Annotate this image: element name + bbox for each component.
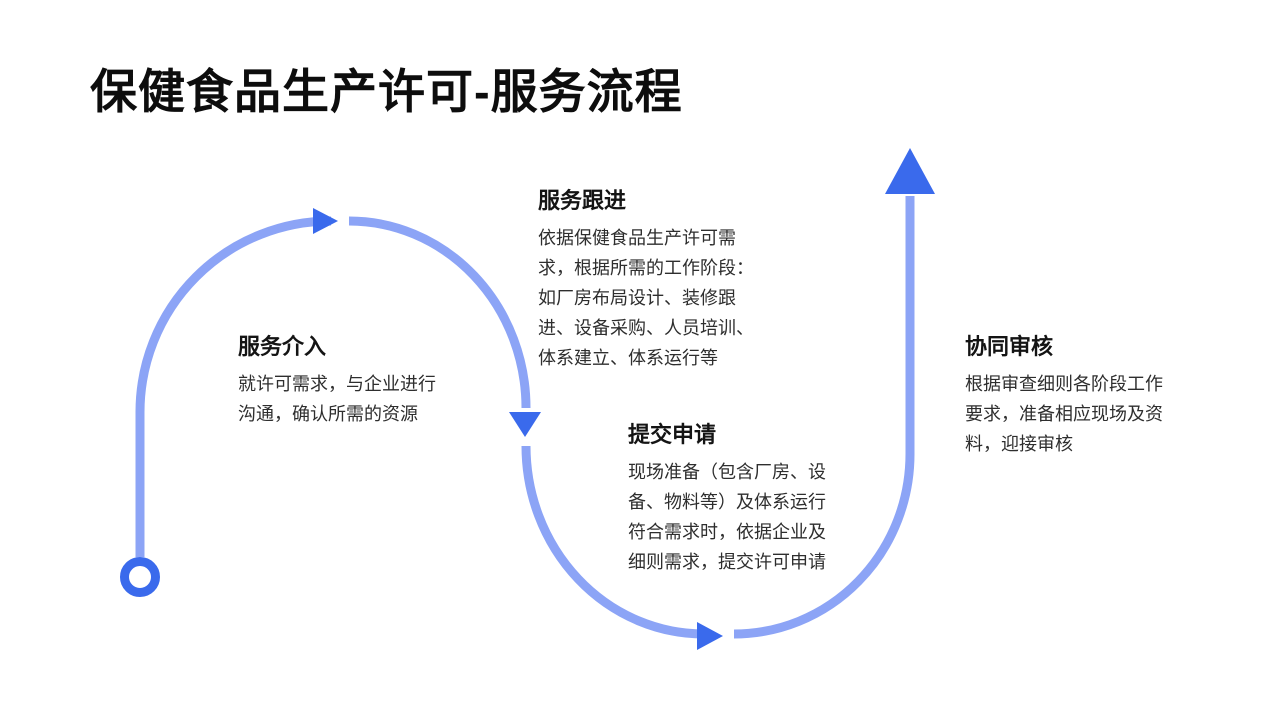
step-description: 根据审查细则各阶段工作 要求，准备相应现场及资 料，迎接审核 bbox=[965, 369, 1163, 459]
step-description-line: 沟通，确认所需的资源 bbox=[238, 404, 418, 424]
flow-segment-3 bbox=[521, 445, 705, 639]
step-description: 就许可需求，与企业进行 沟通，确认所需的资源 bbox=[238, 369, 436, 429]
arrow-right-icon bbox=[697, 622, 723, 650]
step-description-line: 现场准备（包含厂房、设 bbox=[628, 462, 826, 482]
arrow-down-icon bbox=[509, 412, 541, 437]
step-block-service-intervention: 服务介入 就许可需求，与企业进行 沟通，确认所需的资源 bbox=[238, 334, 436, 429]
flow-segment-4 bbox=[733, 196, 915, 639]
step-description-line: 体系建立、体系运行等 bbox=[538, 348, 718, 368]
start-circle-icon bbox=[120, 557, 160, 597]
step-description-line: 如厂房布局设计、装修跟 bbox=[538, 288, 736, 308]
step-description-line: 依据保健食品生产许可需 bbox=[538, 228, 736, 248]
step-block-service-followup: 服务跟进 依据保健食品生产许可需 求，根据所需的工作阶段： 如厂房布局设计、装修… bbox=[538, 188, 754, 373]
step-block-collaborative-review: 协同审核 根据审查细则各阶段工作 要求，准备相应现场及资 料，迎接审核 bbox=[965, 334, 1163, 459]
step-description-line: 求，根据所需的工作阶段： bbox=[538, 258, 754, 278]
flow-segment-2 bbox=[348, 216, 531, 409]
step-description-line: 符合需求时，依据企业及 bbox=[628, 522, 826, 542]
step-block-submit-application: 提交申请 现场准备（包含厂房、设 备、物料等）及体系运行 符合需求时，依据企业及… bbox=[628, 422, 826, 577]
step-description-line: 要求，准备相应现场及资 bbox=[965, 404, 1163, 424]
step-title: 服务跟进 bbox=[538, 188, 627, 213]
page-title: 保健食品生产许可-服务流程 bbox=[90, 65, 683, 118]
step-description-line: 备、物料等）及体系运行 bbox=[628, 492, 826, 512]
step-description-line: 根据审查细则各阶段工作 bbox=[965, 374, 1163, 394]
step-title: 服务介入 bbox=[238, 334, 327, 359]
step-description-line: 进、设备采购、人员培训、 bbox=[538, 318, 754, 338]
flow-segment-1 bbox=[135, 216, 332, 557]
arrow-up-icon bbox=[885, 148, 935, 194]
step-description-line: 细则需求，提交许可申请 bbox=[628, 552, 826, 572]
step-description-line: 料，迎接审核 bbox=[965, 434, 1073, 454]
step-title: 协同审核 bbox=[965, 334, 1054, 359]
step-title: 提交申请 bbox=[628, 422, 717, 447]
step-description-line: 就许可需求，与企业进行 bbox=[238, 374, 436, 394]
step-description: 依据保健食品生产许可需 求，根据所需的工作阶段： 如厂房布局设计、装修跟 进、设… bbox=[538, 223, 754, 373]
step-description: 现场准备（包含厂房、设 备、物料等）及体系运行 符合需求时，依据企业及 细则需求… bbox=[628, 457, 826, 577]
arrow-right-icon bbox=[313, 208, 338, 234]
